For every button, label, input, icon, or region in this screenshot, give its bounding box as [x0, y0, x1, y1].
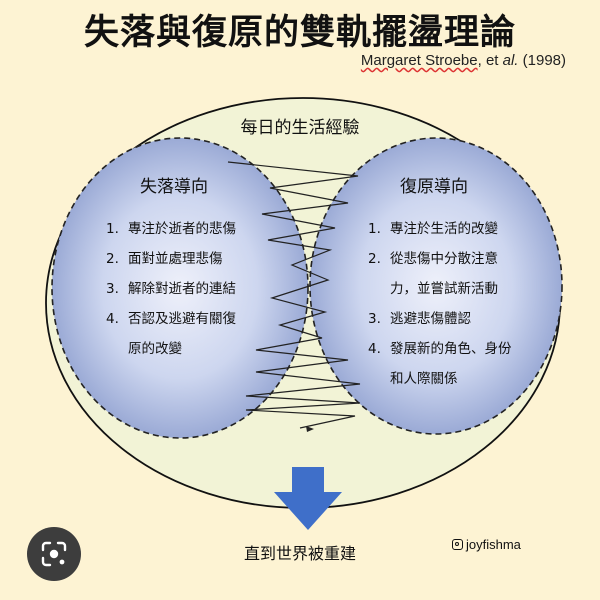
diagram-title: 失落與復原的雙軌擺盪理論	[83, 13, 516, 53]
list-item: 3.解除對逝者的連結	[106, 281, 236, 297]
author-etal: al.	[502, 52, 519, 69]
list-item: 2.面對並處理悲傷	[106, 251, 223, 267]
lens-search-button[interactable]	[27, 527, 81, 581]
left-ellipse	[51, 137, 309, 439]
author-name: Margaret Stroebe	[360, 52, 478, 69]
list-item: 4.發展新的角色、身份和人際關係	[368, 341, 512, 387]
instagram-icon	[452, 539, 463, 550]
credit: joyfishma	[452, 537, 521, 552]
list-item: 4.否認及逃避有關復原的改變	[106, 311, 236, 357]
left-panel-title: 失落導向	[140, 177, 208, 197]
lens-search-icon	[41, 541, 67, 567]
oscillation-arrowhead	[306, 426, 314, 432]
list-item: 2.從悲傷中分散注意力，並嘗試新活動	[368, 251, 498, 297]
restoration-oriented-list: 1.專注於生活的改變 2.從悲傷中分散注意力，並嘗試新活動 3.逃避悲傷體認 4…	[368, 214, 518, 394]
loss-oriented-list: 1.專注於逝者的悲傷 2.面對並處理悲傷 3.解除對逝者的連結 4.否認及逃避有…	[106, 214, 266, 364]
author-citation: Margaret Stroebe, et al. (1998)	[361, 52, 566, 69]
list-item: 1.專注於逝者的悲傷	[106, 221, 236, 237]
outer-label: 每日的生活經驗	[240, 118, 360, 138]
right-panel-title: 復原導向	[400, 177, 468, 197]
list-item: 1.專注於生活的改變	[368, 221, 498, 237]
credit-handle: joyfishma	[466, 537, 521, 552]
list-item: 3.逃避悲傷體認	[368, 311, 471, 327]
bottom-caption: 直到世界被重建	[243, 544, 356, 563]
oscillation-zigzag	[227, 161, 361, 429]
down-arrow-icon	[274, 467, 342, 530]
author-year: (1998)	[518, 52, 566, 69]
author-sep: , et	[477, 52, 503, 69]
